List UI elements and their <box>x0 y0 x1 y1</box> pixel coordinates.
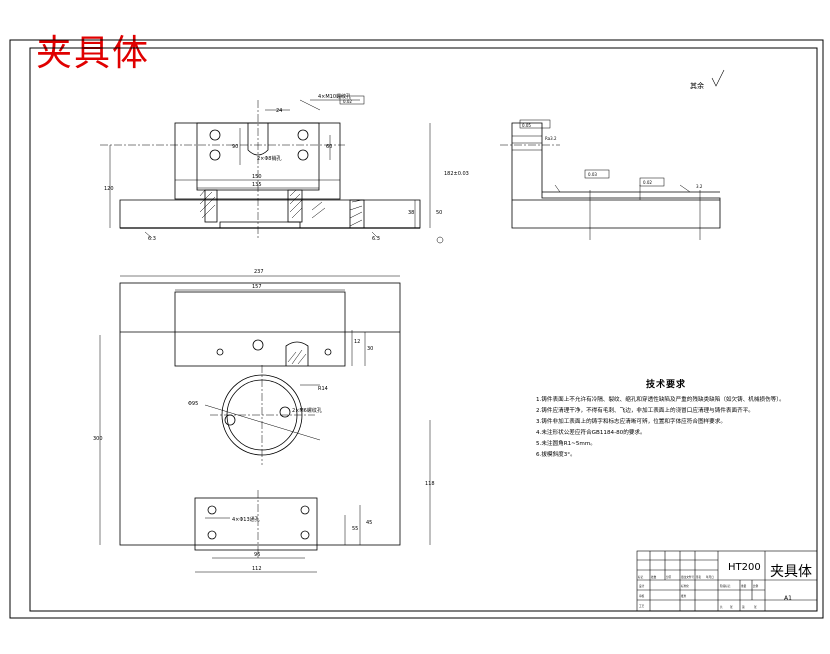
tol-label-2: 0.02 <box>343 99 352 104</box>
notes-title: 技术要求 <box>645 380 686 390</box>
stage-cell: 阶段标记 <box>720 584 731 588</box>
side-dim-a: Ra3.2 <box>545 136 557 141</box>
role-cell: 批准 <box>681 594 687 598</box>
dim-135: 135 <box>252 182 262 188</box>
title-block-headers: 标记 处数 分区 更改文件号 签名 年月日 设计 标准化 审核 批准 工艺 阶段… <box>638 575 759 609</box>
part-name: 夹具体 <box>770 564 812 580</box>
inner-border <box>29 47 818 612</box>
tol-label-1: 4×M10螺纹孔 <box>318 93 351 100</box>
stage-cell: 比例 <box>753 584 759 588</box>
plate-hole-label: 4×Φ13通孔 <box>232 516 260 523</box>
side-tol-b: 0.03 <box>588 172 597 177</box>
title-block <box>636 550 818 612</box>
circle-hole-label: 2×M6螺纹孔 <box>292 407 322 414</box>
plate-55: 55 <box>352 526 358 532</box>
header-cell: 年月日 <box>706 575 714 579</box>
front-view <box>100 95 444 244</box>
dim-90: 90 <box>232 144 238 150</box>
note-item: 2.铸件应清理干净，不得有毛刺、飞边，非加工表面上的浇冒口应清理与铸件表面齐平。 <box>536 408 754 414</box>
sheet-size: A1 <box>784 595 792 602</box>
material-label: HT200 <box>728 562 761 573</box>
note-item: 1.铸件表面上不允许有冷隔、裂纹、缩孔和穿透性缺陷及严重的残缺类缺陷（如欠铸、机… <box>536 397 785 403</box>
stage-cell: 重量 <box>741 584 747 588</box>
plan-height: 300 <box>93 436 103 442</box>
plan-view <box>99 275 431 573</box>
outer-border <box>9 39 824 619</box>
header-cell: 更改文件号 <box>681 575 694 579</box>
sheet-cell: 共 <box>720 605 723 609</box>
dim-38: 38 <box>408 210 414 216</box>
dim-12: 12 <box>354 339 360 345</box>
roughness-63b: 6.3 <box>372 236 380 242</box>
role-cell: 设计 <box>639 584 645 588</box>
header-cell: 标记 <box>638 575 644 579</box>
dim-50: 50 <box>436 210 442 216</box>
plan-inner: 157 <box>252 284 262 290</box>
header-cell: 分区 <box>666 575 672 579</box>
sheet-cell: 第 <box>742 605 745 609</box>
note-item: 3.铸件非加工表面上的铸字和标志应清晰可辨，位置和字体应符合图样要求。 <box>536 419 726 425</box>
dim-height: 182±0.03 <box>444 171 469 177</box>
side-tol-a: 0.05 <box>522 123 531 128</box>
note-item: 6.拔模斜度3°。 <box>536 452 576 458</box>
dim-150: 150 <box>252 174 262 180</box>
side-tol-c: 0.02 <box>643 180 652 185</box>
side-dim-b: 3.2 <box>696 184 703 189</box>
dim-60: 60 <box>326 144 332 150</box>
plate-112: 112 <box>252 566 262 572</box>
circle-radius: R14 <box>318 386 328 392</box>
dim-120: 120 <box>104 186 114 192</box>
role-cell: 审核 <box>639 594 645 598</box>
plan-width: 237 <box>254 269 264 275</box>
dim-24: 24 <box>276 108 282 114</box>
header-cell: 处数 <box>651 575 657 579</box>
note-item: 5.未注圆角R1~5mm。 <box>536 441 596 447</box>
sheet-cell: 张 <box>730 605 733 609</box>
roughness-label: 其余 <box>690 81 704 90</box>
note-item: 4.未注形状公差应符合GB1184-80的要求。 <box>536 430 646 436</box>
plate-96: 96 <box>254 552 260 558</box>
plan-right: 118 <box>425 481 435 487</box>
circle-diameter: Φ95 <box>188 401 198 407</box>
drawing-title: 夹具体 <box>36 33 151 74</box>
role-cell: 标准化 <box>681 584 689 588</box>
roughness-63a: 6.3 <box>148 236 156 242</box>
role-cell: 工艺 <box>639 604 645 608</box>
header-cell: 签名 <box>696 575 702 579</box>
plate-45: 45 <box>366 520 372 526</box>
technical-requirements: 技术要求 1.铸件表面上不允许有冷隔、裂纹、缩孔和穿透性缺陷及严重的残缺类缺陷（… <box>536 377 796 462</box>
sheet-cell: 张 <box>754 605 757 609</box>
center-hole-label: 2×Φ8销孔 <box>257 155 282 162</box>
dim-30: 30 <box>367 346 373 352</box>
side-view <box>500 69 725 240</box>
